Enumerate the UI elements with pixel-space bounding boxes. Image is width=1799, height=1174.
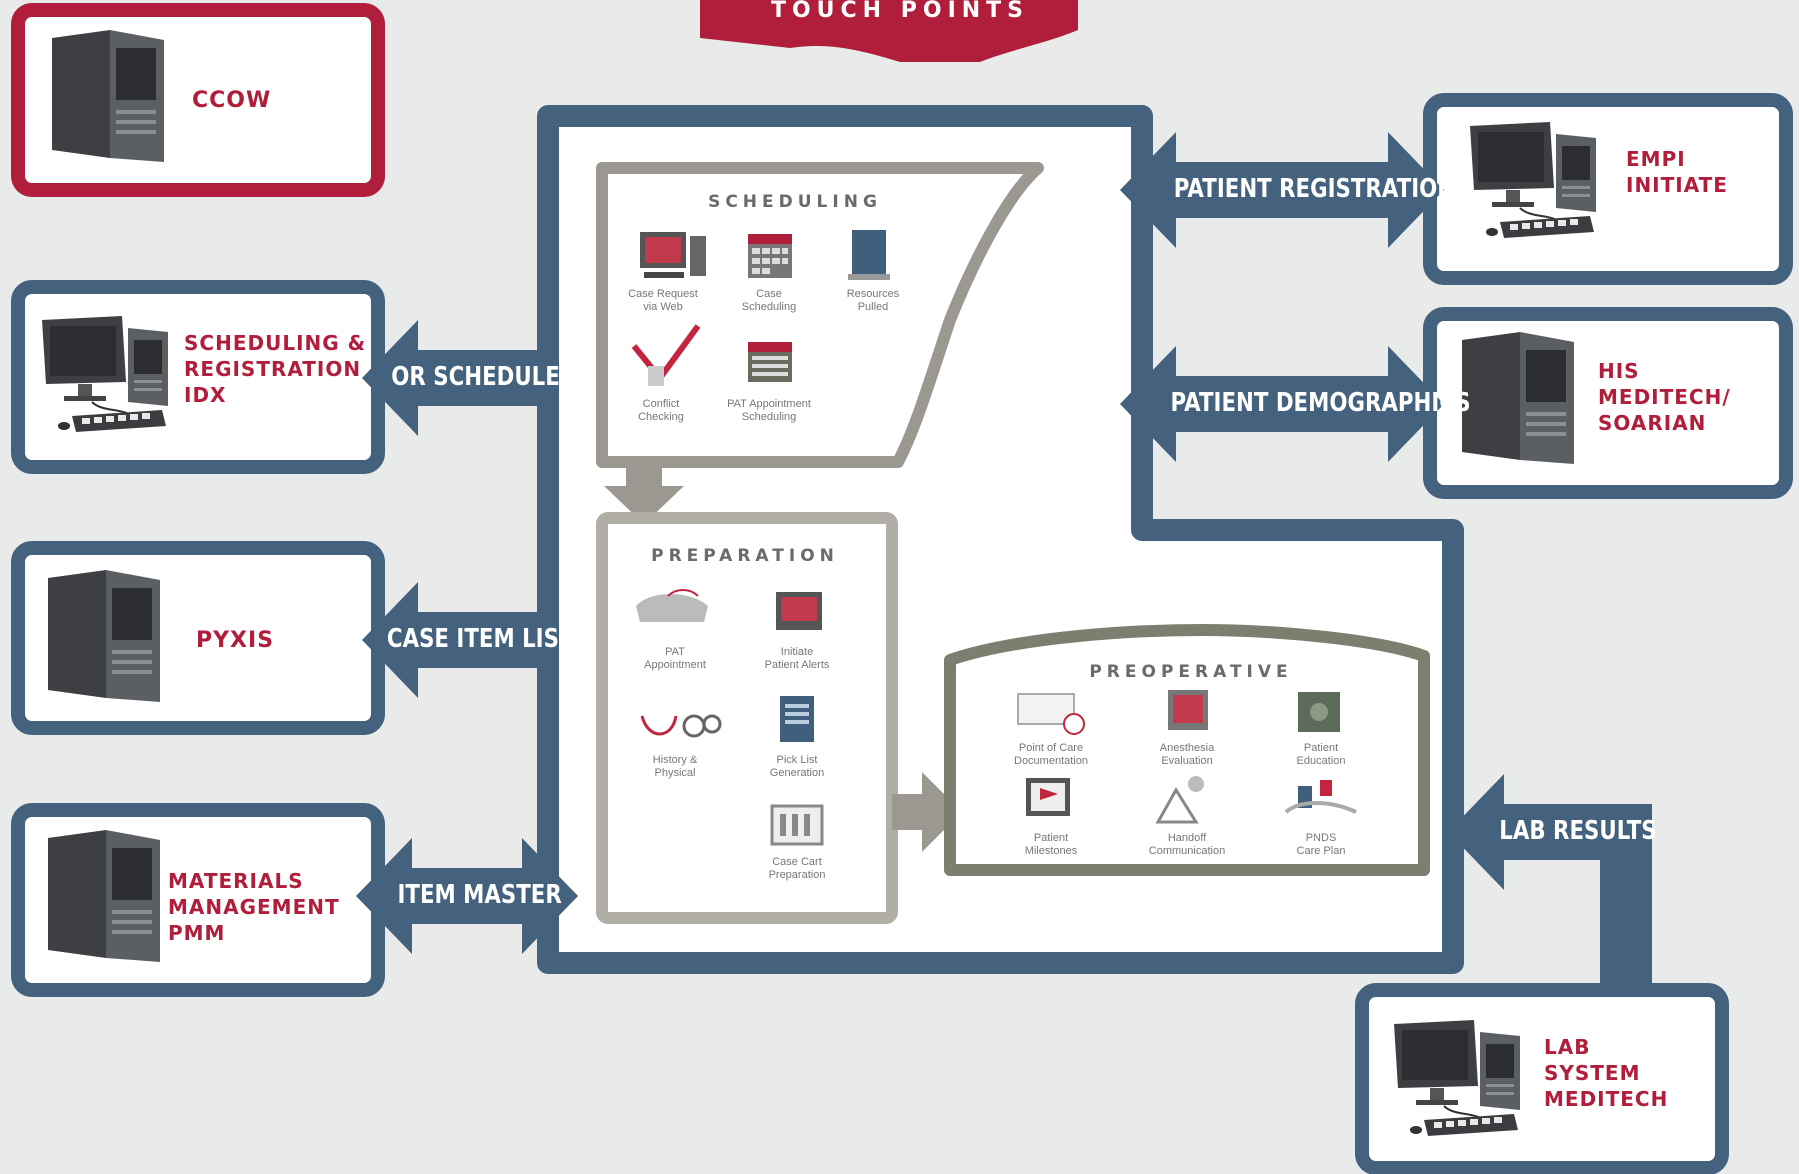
pick-list-icon xyxy=(780,696,814,742)
sched-reg-label: SCHEDULING & REGISTRATION IDX xyxy=(184,331,367,407)
or-schedule-label: OR SCHEDULE xyxy=(391,362,560,392)
case-item-list-label: CASE ITEM LIST xyxy=(386,624,574,654)
scheduling-to-preparation-arrow xyxy=(604,458,684,524)
caption-history-physical: History &Physical xyxy=(652,754,698,779)
binder-icon xyxy=(848,230,890,280)
lab-label: LAB SYSTEM MEDITECH xyxy=(1544,1035,1669,1111)
lab-results-arrow xyxy=(1448,774,1652,990)
patient-registration-label: PATIENT REGISTRATION xyxy=(1173,174,1456,204)
scheduling-panel xyxy=(596,162,1044,468)
preoperative-title: PREOPERATIVE xyxy=(1089,662,1293,682)
scheduling-title: SCHEDULING xyxy=(708,192,882,212)
patient-demographics-arrow xyxy=(1120,346,1444,462)
checkmark-icon xyxy=(631,324,701,386)
his-label: HIS MEDITECH/ SOARIAN xyxy=(1598,359,1731,435)
anesthesia-icon xyxy=(1168,690,1208,730)
item-master-arrow xyxy=(356,838,578,954)
or-schedule-arrow xyxy=(362,320,555,436)
computer-request-icon xyxy=(640,232,706,278)
care-plan-icon xyxy=(1284,780,1357,814)
server-tower-icon xyxy=(1462,332,1574,464)
alert-monitor-icon xyxy=(776,592,822,630)
case-cart-icon xyxy=(770,804,824,846)
schedule-book-icon xyxy=(748,342,792,382)
case-item-list-arrow xyxy=(362,582,555,698)
preparation-title: PREPARATION xyxy=(651,546,839,566)
documentation-icon xyxy=(1017,693,1085,735)
preparation-to-preoperative-arrow xyxy=(892,772,962,852)
touch-points-banner xyxy=(700,0,1078,62)
phone-icon xyxy=(636,589,708,622)
materials-label: MATERIALS MANAGEMENT PMM xyxy=(168,869,340,945)
empi-label: EMPI INITIATE xyxy=(1626,147,1728,197)
milestone-flag-icon xyxy=(1026,778,1070,816)
ccow-label: CCOW xyxy=(192,88,272,113)
education-icon xyxy=(1298,692,1340,732)
handoff-icon xyxy=(1155,776,1204,824)
stethoscope-icon xyxy=(640,714,722,738)
server-tower-icon xyxy=(52,30,164,162)
server-tower-icon xyxy=(48,570,160,702)
pyxis-label: PYXIS xyxy=(196,628,275,653)
banner-title: TOUCH POINTS xyxy=(770,0,1030,23)
item-master-label: ITEM MASTER xyxy=(397,880,562,910)
patient-registration-arrow xyxy=(1120,132,1444,248)
lab-results-label: LAB RESULTS xyxy=(1499,816,1657,846)
server-tower-icon xyxy=(48,830,160,962)
patient-demographics-label: PATIENT DEMOGRAPHICS xyxy=(1170,388,1471,418)
calendar-icon xyxy=(748,234,792,278)
